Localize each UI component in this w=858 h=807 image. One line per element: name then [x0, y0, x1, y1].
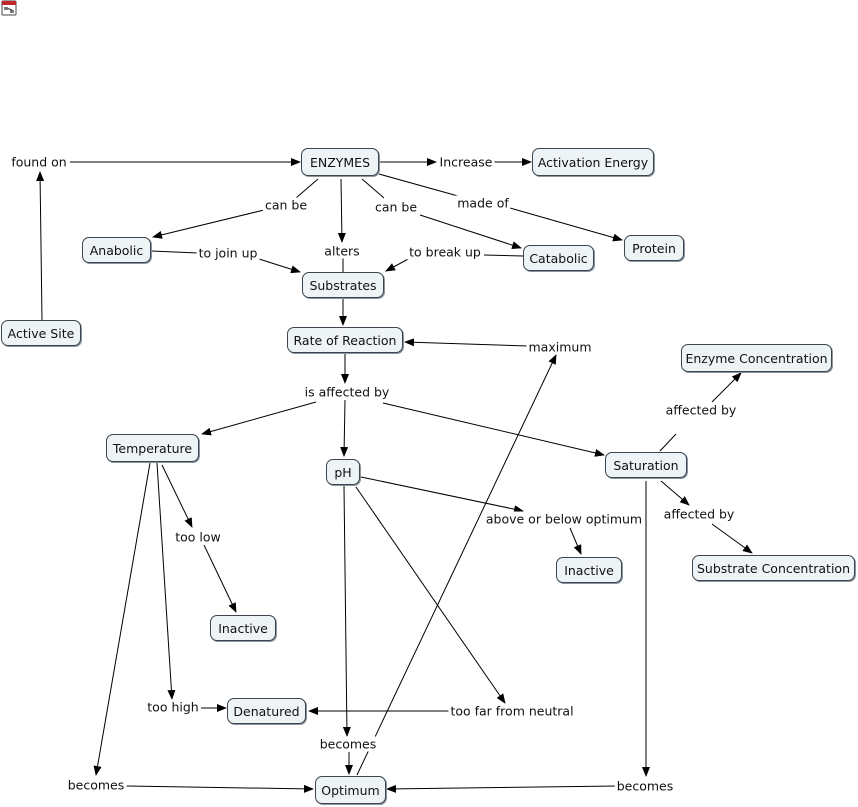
- line-catabolic-breakup: [483, 254, 524, 257]
- line-ph-abovebelow: [360, 476, 524, 514]
- node-catabolic[interactable]: Catabolic: [523, 245, 594, 271]
- node-enzymes[interactable]: ENZYMES: [301, 148, 379, 176]
- node-temperature[interactable]: Temperature: [106, 434, 199, 462]
- line-enzymes-canbe-left: [295, 178, 319, 199]
- line-optimum-maximum: [356, 354, 557, 776]
- link-too-low[interactable]: too low: [173, 529, 223, 545]
- line-affectedby-substrateconc: [711, 523, 753, 554]
- line-temp-toohigh: [156, 462, 176, 700]
- link-above-or-below-optimum[interactable]: above or below optimum: [483, 511, 645, 527]
- link-becomes-temperature[interactable]: becomes: [65, 777, 127, 793]
- link-affected-by-substrate[interactable]: affected by: [661, 506, 737, 522]
- link-to-join-up[interactable]: to join up: [196, 245, 260, 261]
- line-canbe-catabolic: [419, 214, 522, 250]
- line-toolow-inactive: [203, 544, 237, 613]
- line-anabolic-joinup: [150, 250, 199, 254]
- node-activation-energy[interactable]: Activation Energy: [532, 148, 654, 176]
- link-alters[interactable]: alters: [322, 243, 362, 259]
- node-optimum[interactable]: Optimum: [315, 776, 386, 804]
- line-isaffectedby-ph: [340, 399, 349, 457]
- concept-map-app-icon[interactable]: [1, 0, 17, 16]
- link-made-of[interactable]: made of: [455, 195, 511, 211]
- node-inactive-temperature[interactable]: Inactive: [210, 615, 276, 641]
- node-inactive-ph[interactable]: Inactive: [556, 557, 622, 583]
- link-too-high[interactable]: too high: [145, 699, 201, 715]
- link-can-be-right[interactable]: can be: [372, 199, 420, 215]
- link-to-break-up[interactable]: to break up: [407, 244, 483, 260]
- line-joinup-substrates: [258, 258, 301, 274]
- line-enzymes-alters: [337, 178, 346, 243]
- node-protein[interactable]: Protein: [624, 235, 684, 261]
- link-found-on[interactable]: found on: [9, 154, 69, 170]
- line-maximum-rate: [404, 338, 529, 347]
- link-becomes-saturation[interactable]: becomes: [614, 778, 676, 794]
- node-denatured[interactable]: Denatured: [227, 698, 306, 724]
- link-can-be-left[interactable]: can be: [262, 197, 310, 213]
- link-maximum[interactable]: maximum: [526, 339, 594, 355]
- link-affected-by-enzyme[interactable]: affected by: [663, 402, 739, 418]
- node-substrate-concentration[interactable]: Substrate Concentration: [692, 555, 855, 581]
- link-becomes-ph[interactable]: becomes: [317, 736, 379, 752]
- link-too-far-from-neutral[interactable]: too far from neutral: [448, 703, 576, 719]
- node-enzyme-concentration[interactable]: Enzyme Concentration: [681, 344, 832, 372]
- line-isaffectedby-saturation: [382, 402, 605, 457]
- line-madeof-protein: [509, 207, 623, 242]
- line-temp-becomes: [93, 462, 151, 776]
- line-saturation-affectedby-sub: [660, 480, 690, 506]
- line-canbe-anabolic: [152, 209, 265, 239]
- line-becomesright-optimum: [386, 784, 619, 793]
- line-ph-becomes: [342, 485, 351, 737]
- line-isaffectedby-temperature: [201, 401, 317, 436]
- line-enzymes-madeof: [378, 173, 459, 197]
- node-rate-of-reaction[interactable]: Rate of Reaction: [287, 327, 403, 353]
- node-saturation[interactable]: Saturation: [605, 452, 687, 478]
- line-saturation-affectedby-enz: [659, 433, 677, 452]
- line-becomesleft-optimum: [125, 784, 314, 793]
- node-substrates[interactable]: Substrates: [302, 272, 384, 298]
- link-is-affected-by[interactable]: is affected by: [302, 384, 392, 400]
- line-abovebelow-inactive: [569, 527, 582, 555]
- node-ph[interactable]: pH: [326, 459, 360, 485]
- node-anabolic[interactable]: Anabolic: [82, 237, 151, 263]
- line-affectedby-enzymeconc: [711, 372, 742, 403]
- node-active-site[interactable]: Active Site: [1, 320, 81, 346]
- line-temp-toolow: [161, 464, 193, 528]
- link-increase[interactable]: Increase: [437, 154, 495, 170]
- line-activesite-foundon: [36, 171, 45, 321]
- line-enzymes-canbe-right: [361, 178, 385, 199]
- line-ph-toofar: [355, 486, 506, 704]
